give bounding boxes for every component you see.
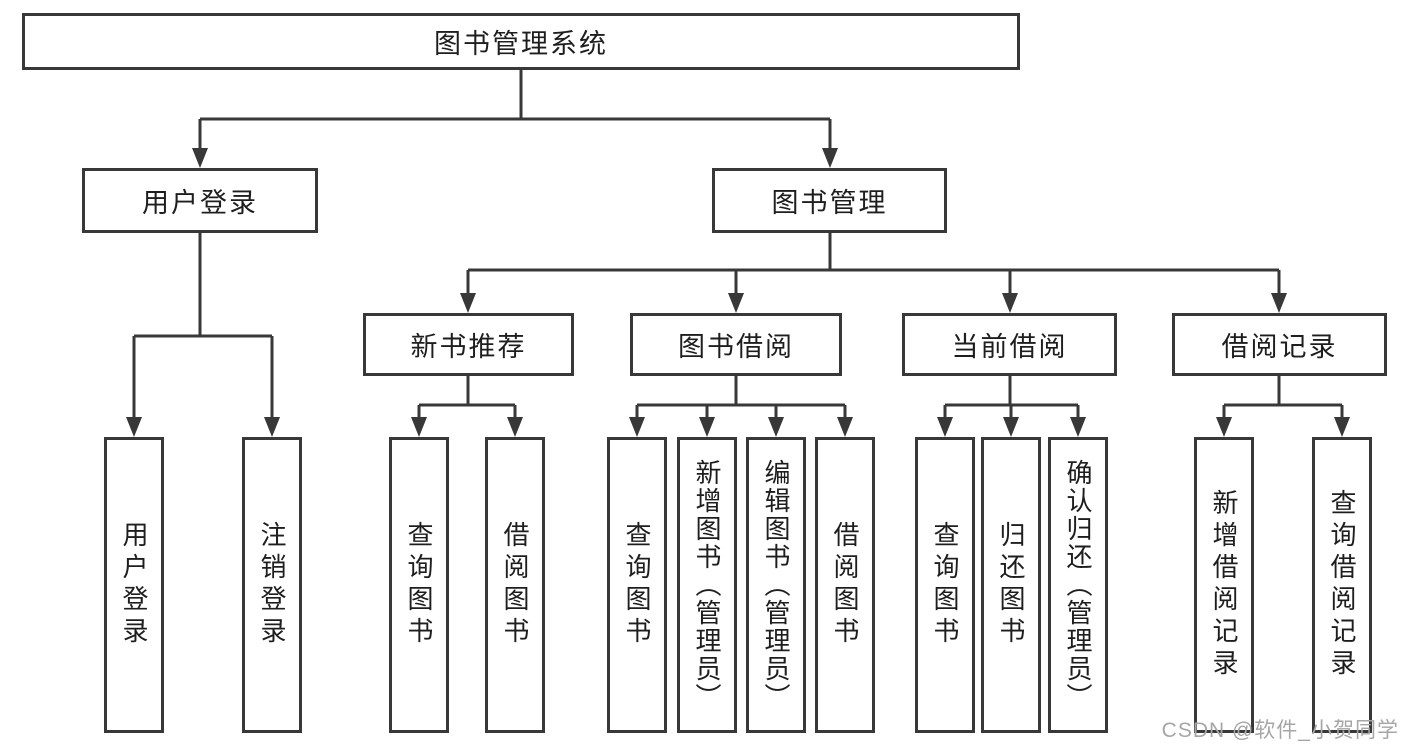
arrowhead — [1334, 417, 1350, 437]
leaf-borrow-add-books-admin: 新增图书（管理员） — [677, 437, 737, 733]
csdn-watermark: CSDN @软件_小贺同学 — [1161, 719, 1399, 742]
leaf-current-confirm-return-admin: 确认归还（管理员） — [1048, 437, 1108, 733]
leaf-records-search-record-label: 查询借阅记录 — [1327, 489, 1357, 681]
leaf-borrow-edit-books-admin-label: 编辑图书（管理员） — [761, 459, 791, 711]
leaf-current-search-books-label: 查询图书 — [930, 521, 960, 649]
leaf-records-add-record-label: 新增借阅记录 — [1209, 489, 1239, 681]
leaf-borrow-edit-books-admin: 编辑图书（管理员） — [746, 437, 806, 733]
leaf-borrow-borrow-books-label: 借阅图书 — [830, 521, 860, 649]
leaf-current-search-books: 查询图书 — [915, 437, 975, 733]
arrowhead — [411, 417, 427, 437]
arrowhead — [507, 417, 523, 437]
node-new-book-recommend: 新书推荐 — [363, 313, 574, 376]
arrowhead — [728, 293, 744, 313]
arrowhead — [837, 417, 853, 437]
node-root-label: 图书管理系统 — [434, 29, 608, 59]
node-user-login: 用户登录 — [82, 168, 318, 233]
arrowhead — [629, 417, 645, 437]
leaf-borrow-search-books-label: 查询图书 — [622, 521, 652, 649]
arrowhead — [1271, 293, 1287, 313]
arrowhead — [1002, 293, 1018, 313]
leaf-logout-label: 注销登录 — [257, 521, 287, 649]
arrowhead — [1216, 417, 1232, 437]
leaf-newbook-borrow-books-label: 借阅图书 — [500, 521, 530, 649]
node-borrow-records: 借阅记录 — [1172, 313, 1387, 376]
leaf-borrow-add-books-admin-label: 新增图书（管理员） — [692, 459, 722, 711]
leaf-newbook-borrow-books: 借阅图书 — [485, 437, 545, 733]
node-borrow-records-label: 借阅记录 — [1221, 332, 1338, 362]
arrowhead — [460, 293, 476, 313]
node-book-management: 图书管理 — [712, 168, 947, 233]
leaf-current-confirm-return-admin-label: 确认归还（管理员） — [1063, 459, 1093, 711]
leaf-newbook-search-books-label: 查询图书 — [404, 521, 434, 649]
node-root: 图书管理系统 — [22, 13, 1020, 70]
node-book-borrow: 图书借阅 — [630, 313, 842, 376]
leaf-user-login-label: 用户登录 — [119, 521, 149, 649]
leaf-records-search-record: 查询借阅记录 — [1312, 437, 1372, 733]
node-new-book-recommend-label: 新书推荐 — [410, 332, 527, 362]
arrowhead — [126, 417, 142, 437]
arrowhead — [264, 417, 280, 437]
leaf-logout: 注销登录 — [242, 437, 302, 733]
node-book-management-label: 图书管理 — [771, 188, 888, 218]
leaf-current-return-books: 归还图书 — [981, 437, 1041, 733]
arrowhead — [768, 417, 784, 437]
leaf-records-add-record: 新增借阅记录 — [1194, 437, 1254, 733]
node-current-borrow-label: 当前借阅 — [951, 332, 1068, 362]
connector-path — [132, 70, 1344, 430]
leaf-borrow-borrow-books: 借阅图书 — [815, 437, 875, 733]
arrowhead — [192, 148, 208, 168]
arrowhead — [937, 417, 953, 437]
leaf-user-login: 用户登录 — [104, 437, 164, 733]
arrowhead — [1070, 417, 1086, 437]
leaf-newbook-search-books: 查询图书 — [389, 437, 449, 733]
node-book-borrow-label: 图书借阅 — [678, 332, 794, 362]
arrowhead — [822, 148, 838, 168]
leaf-borrow-search-books: 查询图书 — [607, 437, 667, 733]
arrowhead — [699, 417, 715, 437]
leaf-current-return-books-label: 归还图书 — [996, 521, 1026, 649]
node-user-login-label: 用户登录 — [142, 188, 258, 218]
arrowhead — [1003, 417, 1019, 437]
node-current-borrow: 当前借阅 — [902, 313, 1117, 376]
